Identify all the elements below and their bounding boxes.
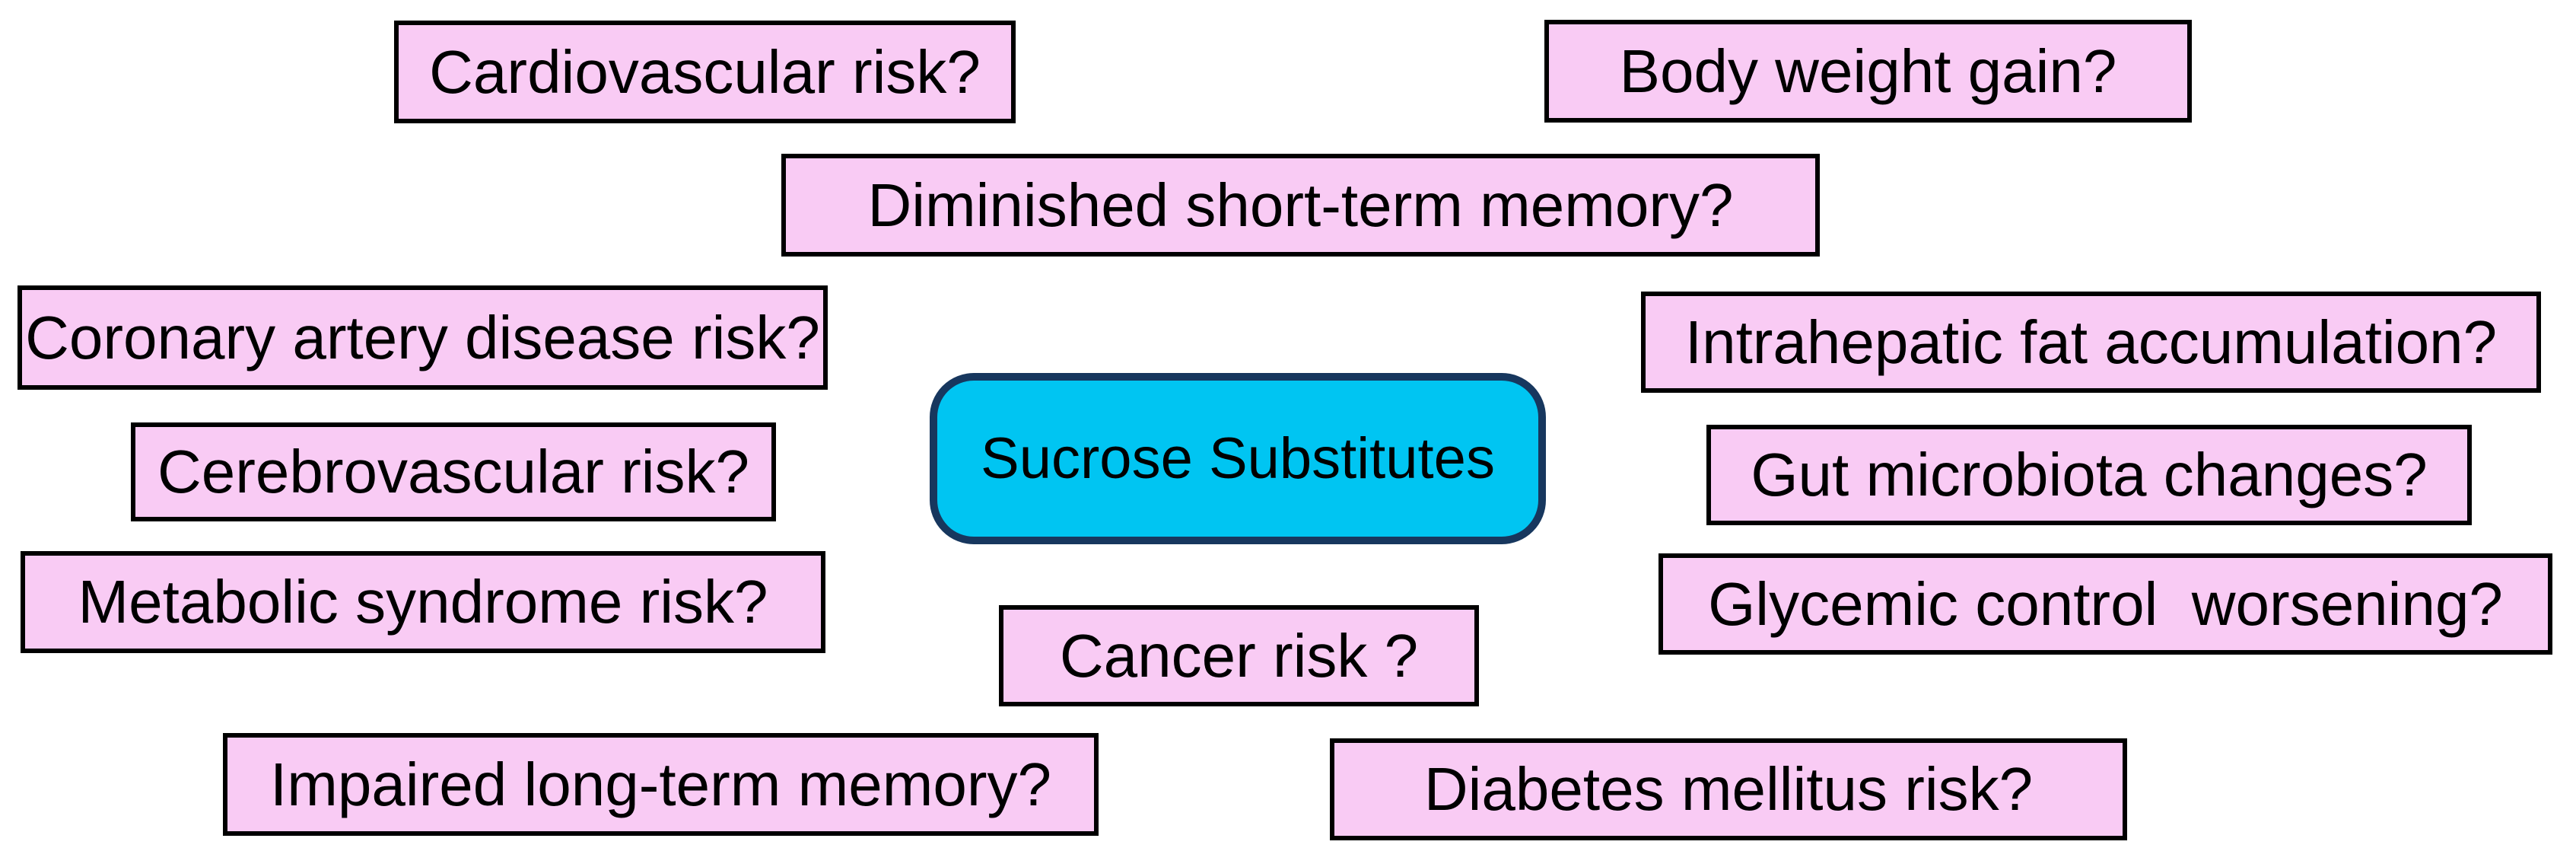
node-label: Diminished short-term memory? <box>867 171 1734 239</box>
node-gut-microbiota-changes: Gut microbiota changes? <box>1706 425 2472 525</box>
node-intrahepatic-fat-accumulation: Intrahepatic fat accumulation? <box>1641 292 2541 393</box>
node-label: Diabetes mellitus risk? <box>1423 755 2034 823</box>
node-label: Cancer risk ? <box>1059 621 1419 690</box>
node-label: Cerebrovascular risk? <box>157 438 750 505</box>
node-impaired-long-term-memory: Impaired long-term memory? <box>223 733 1099 836</box>
node-cancer-risk: Cancer risk ? <box>999 605 1479 706</box>
node-label: Intrahepatic fat accumulation? <box>1684 308 2498 376</box>
node-coronary-artery-disease-risk: Coronary artery disease risk? <box>17 285 828 390</box>
center-node-label: Sucrose Substitutes <box>981 426 1495 491</box>
node-label: Glycemic control worsening? <box>1708 569 2503 638</box>
node-label: Metabolic syndrome risk? <box>78 568 768 636</box>
node-body-weight-gain: Body weight gain? <box>1544 20 2192 123</box>
node-cardiovascular-risk: Cardiovascular risk? <box>394 21 1016 123</box>
center-node-sucrose-substitutes: Sucrose Substitutes <box>930 373 1546 544</box>
node-label: Cardiovascular risk? <box>429 37 981 106</box>
node-glycemic-control-worsening: Glycemic control worsening? <box>1658 553 2552 655</box>
node-diminished-short-term-memory: Diminished short-term memory? <box>781 154 1820 257</box>
node-label: Gut microbiota changes? <box>1751 441 2428 508</box>
node-label: Body weight gain? <box>1619 37 2117 105</box>
node-cerebrovascular-risk: Cerebrovascular risk? <box>131 422 776 521</box>
node-label: Coronary artery disease risk? <box>25 303 820 371</box>
node-diabetes-mellitus-risk: Diabetes mellitus risk? <box>1330 738 2127 840</box>
node-metabolic-syndrome-risk: Metabolic syndrome risk? <box>21 551 825 653</box>
node-label: Impaired long-term memory? <box>270 750 1051 818</box>
